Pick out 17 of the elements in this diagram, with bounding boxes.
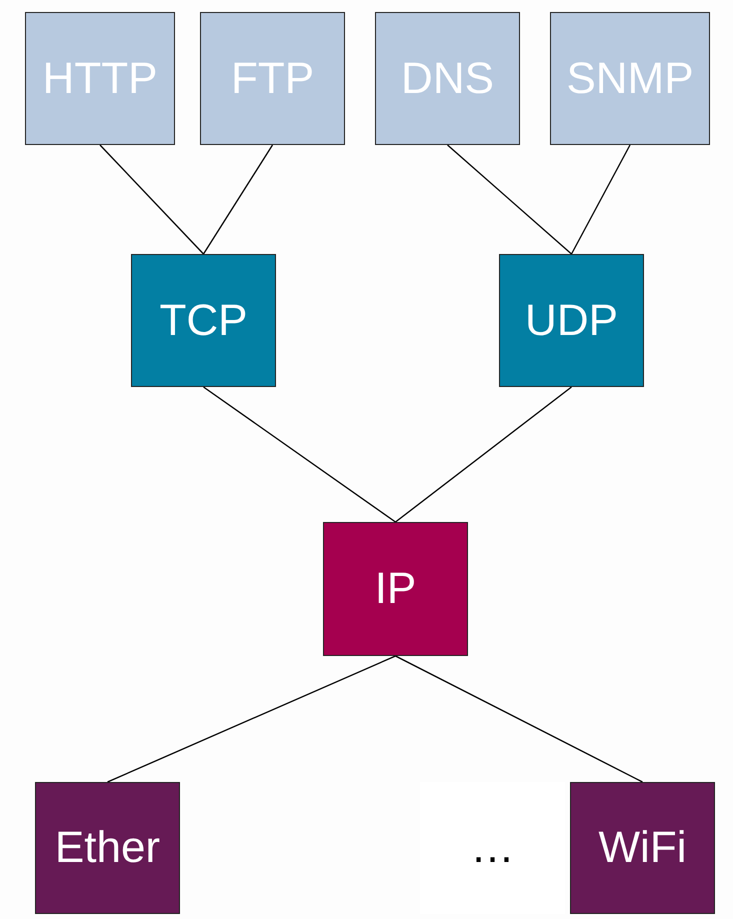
connector-line — [203, 386, 396, 523]
connector-line — [447, 144, 572, 254]
protocol-box: Ether — [35, 782, 180, 914]
protocol-box: FTP — [200, 12, 345, 145]
protocol-box: WiFi — [570, 782, 715, 914]
connector-line — [395, 386, 572, 523]
protocol-box: DNS — [375, 12, 520, 145]
connector-line — [570, 144, 631, 254]
connector-line — [202, 144, 274, 254]
protocol-box: HTTP — [25, 12, 175, 145]
protocol-box: IP — [323, 522, 468, 656]
connector-line — [395, 655, 643, 783]
protocol-box: SNMP — [550, 12, 710, 145]
connector-line — [107, 655, 396, 783]
protocol-box: TCP — [131, 254, 276, 387]
connector-line — [100, 144, 204, 254]
protocol-box: UDP — [499, 254, 644, 387]
